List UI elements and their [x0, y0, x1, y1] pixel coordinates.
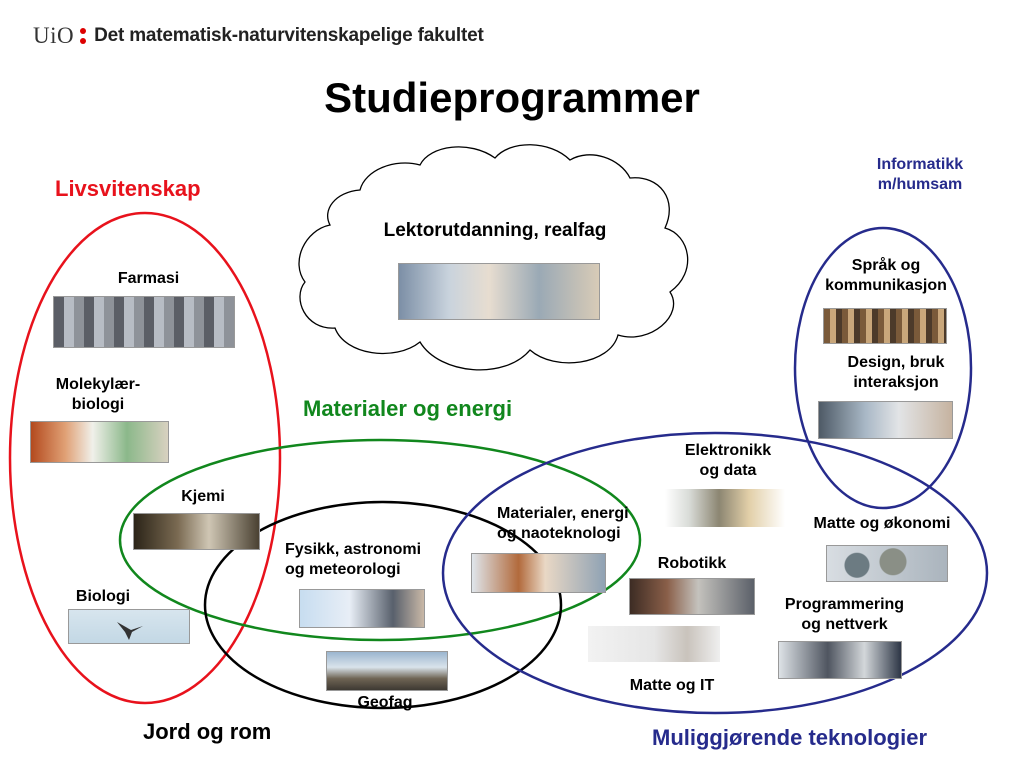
- program-matte-okonomi: Matte og økonomi: [813, 515, 951, 532]
- molekylaerbiologi-photo: [30, 421, 169, 463]
- matte-okonomi-photo: [826, 545, 948, 582]
- program-lektor: Lektorutdanning, realfag: [383, 220, 607, 241]
- jord-ellipse: [203, 500, 563, 710]
- program-matte-it: Matte og IT: [629, 677, 715, 694]
- bird-icon: [117, 622, 143, 640]
- cloud-shape: [298, 144, 689, 371]
- muliggjorende-ellipse: [441, 431, 989, 715]
- matte-it-photo: [588, 626, 720, 662]
- farmasi-photo: [53, 296, 235, 348]
- robotikk-photo: [629, 578, 755, 615]
- program-kjemi: Kjemi: [181, 488, 225, 505]
- cluster-jord-og-rom: Jord og rom: [143, 719, 272, 744]
- program-molekylaerbiologi: Molekylær-biologi: [55, 376, 141, 413]
- fysikk-photo: [299, 589, 425, 628]
- lektor-classroom-photo: [398, 263, 600, 320]
- elektronikk-photo: [665, 489, 785, 527]
- sprak-photo: [823, 308, 947, 344]
- geofag-photo: [326, 651, 448, 691]
- kjemi-photo: [133, 513, 260, 550]
- cluster-muliggjorende: Muliggjørende teknologier: [652, 725, 928, 750]
- header: UiO Det matematisk-naturvitenskapelige f…: [33, 22, 484, 50]
- cluster-materialer: Materialer og energi: [303, 396, 513, 421]
- design-photo: [818, 401, 953, 439]
- materialer-nano-photo: [471, 553, 606, 593]
- uio-colon-mark: [80, 28, 87, 44]
- programmering-photo: [778, 641, 902, 679]
- cluster-livsvitenskap: Livsvitenskap: [55, 176, 201, 201]
- informatikk-ellipse: [793, 226, 973, 510]
- uio-logo: UiO: [33, 23, 75, 48]
- biologi-photo: [68, 609, 190, 644]
- faculty-name: Det matematisk-naturvitenskapelige fakul…: [94, 25, 484, 46]
- materialer-ellipse: [118, 438, 642, 642]
- program-geofag: Geofag: [357, 694, 413, 711]
- program-farmasi: Farmasi: [117, 270, 180, 287]
- program-robotikk: Robotikk: [657, 555, 727, 572]
- page-title: Studieprogrammer: [324, 74, 700, 121]
- program-biologi: Biologi: [75, 588, 131, 605]
- livsvitenskap-ellipse: [8, 211, 282, 705]
